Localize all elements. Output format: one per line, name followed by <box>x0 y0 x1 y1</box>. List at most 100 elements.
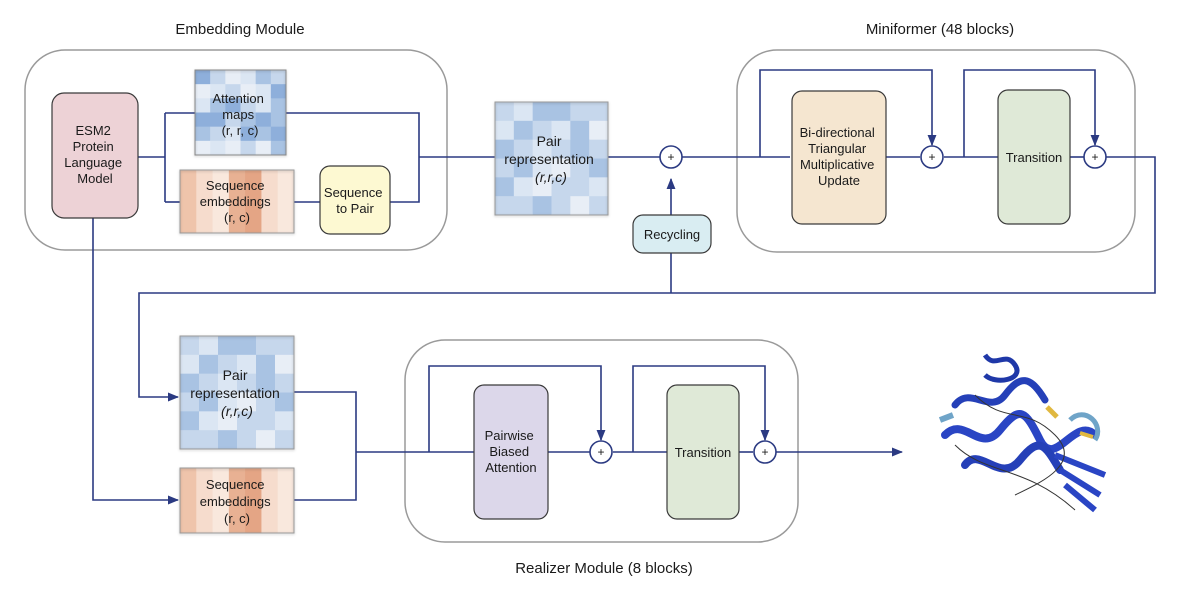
heatmap-cell <box>195 84 211 99</box>
heatmap-cell <box>195 112 211 128</box>
heatmap-cell <box>270 126 287 142</box>
sequence-embeddings-heatmap-top <box>180 170 295 234</box>
heatmap-cell <box>212 170 230 234</box>
plus-node-recycle: + <box>659 145 683 169</box>
heatmap-cell <box>195 126 211 142</box>
heatmap-cell <box>210 112 226 128</box>
heatmap-cell <box>195 98 211 113</box>
heatmap-cell <box>218 430 238 450</box>
heatmap-cell <box>199 392 219 412</box>
heatmap-cell <box>180 392 200 412</box>
heatmap-cell <box>495 158 515 178</box>
miniformer-title: Miniformer (48 blocks) <box>866 21 1014 38</box>
embedding-module-box <box>24 49 448 251</box>
heatmap-cell <box>270 84 287 99</box>
heatmap-cell <box>570 120 590 141</box>
heatmap-cell <box>256 354 276 375</box>
heatmap-cell <box>270 98 287 113</box>
heatmap-cell <box>218 336 238 356</box>
heatmap-cell <box>180 468 197 534</box>
heatmap-cell <box>551 120 571 141</box>
heatmap-cell <box>256 392 276 412</box>
esm2-block[interactable]: ESM2 Protein Language Model <box>51 92 139 219</box>
heatmap-cell <box>551 196 571 216</box>
heatmap-cell <box>570 196 590 216</box>
heatmap-cell <box>180 373 200 393</box>
heatmap-cell <box>270 140 287 156</box>
heatmap-cell <box>495 177 515 197</box>
heatmap-cell <box>275 373 295 393</box>
heatmap-cell <box>589 102 609 122</box>
heatmap-cell <box>199 411 219 431</box>
heatmap-cell <box>210 98 226 113</box>
pair-representation-block-bottom[interactable]: Pair representation (r,r,c) <box>179 335 295 450</box>
recycling-block[interactable]: Recycling <box>632 214 712 254</box>
attention-maps-label: Attention maps (r, r, c) <box>213 91 268 138</box>
svg-text:+: + <box>667 150 674 164</box>
heatmap-cell <box>513 177 534 197</box>
transition-block-realizer[interactable]: Transition <box>666 384 740 520</box>
heatmap-cell <box>551 177 571 197</box>
heatmap-cell <box>225 84 241 99</box>
heatmap-cell <box>532 177 552 197</box>
heatmap-cell <box>255 126 272 142</box>
plus-node-mini-2: + <box>1083 145 1107 169</box>
heatmap-cell <box>256 373 276 393</box>
sequence-to-pair-block[interactable]: Sequence to Pair <box>319 165 391 235</box>
heatmap-cell <box>570 177 590 197</box>
heatmap-cell <box>240 98 257 113</box>
heatmap-cell <box>180 411 200 431</box>
heatmap-cell <box>210 70 226 85</box>
transition-block-miniformer[interactable]: Transition <box>997 89 1071 225</box>
miniformer-wires <box>138 69 1156 402</box>
heatmap-cell <box>513 102 534 122</box>
triangular-update-block[interactable]: Bi-directional Triangular Multiplicative… <box>791 90 887 225</box>
heatmap-cell <box>240 140 257 156</box>
heatmap-cell <box>589 177 609 197</box>
realizer-module-box <box>404 339 799 543</box>
pair-representation-block-top[interactable]: Pair representation (r,r,c) <box>494 101 609 216</box>
heatmap-cell <box>210 126 226 142</box>
heatmap-cell <box>261 170 279 234</box>
pairwise-attention-block[interactable]: Pairwise Biased Attention <box>473 384 549 520</box>
heatmap-cell <box>532 120 552 141</box>
heatmap-cell <box>228 170 246 234</box>
heatmap-cell <box>225 112 241 128</box>
heatmap-cell <box>513 196 534 216</box>
pair-representation-heatmap-top <box>495 102 609 216</box>
heatmap-cell <box>532 196 552 216</box>
heatmap-cell <box>570 139 590 159</box>
heatmap-cell <box>551 158 571 178</box>
heatmap-cell <box>225 126 241 142</box>
plus-node-mini-1: + <box>920 145 944 169</box>
heatmap-cell <box>255 112 272 128</box>
heatmap-cell <box>513 158 534 178</box>
attention-maps-block[interactable]: Attention maps (r, r, c) <box>194 69 287 156</box>
heatmap-cell <box>275 411 295 431</box>
realizer-module-title: Realizer Module (8 blocks) <box>515 560 693 577</box>
heatmap-cell <box>199 336 219 356</box>
attention-maps-heatmap <box>195 70 287 156</box>
heatmap-cell <box>275 430 295 450</box>
svg-text:+: + <box>1091 150 1098 164</box>
heatmap-cell <box>551 139 571 159</box>
heatmap-cell <box>551 102 571 122</box>
heatmap-cell <box>240 70 257 85</box>
svg-text:+: + <box>597 445 604 459</box>
heatmap-cell <box>240 112 257 128</box>
sequence-embeddings-label-top: Sequence embeddings (r, c) <box>200 178 274 225</box>
svg-text:+: + <box>928 150 935 164</box>
heatmap-cell <box>589 158 609 178</box>
sequence-to-pair-label: Sequence to Pair <box>324 185 386 216</box>
heatmap-cell <box>270 112 287 128</box>
heatmap-cell <box>532 102 552 122</box>
heatmap-cell <box>225 98 241 113</box>
heatmap-cell <box>261 468 279 534</box>
sequence-embeddings-block-top[interactable]: Sequence embeddings (r, c) <box>179 169 295 234</box>
heatmap-cell <box>237 411 257 431</box>
sequence-embeddings-block-bottom[interactable]: Sequence embeddings (r, c) <box>179 467 295 534</box>
heatmap-cell <box>199 373 219 393</box>
embedding-wires <box>92 112 790 505</box>
heatmap-cell <box>255 140 272 156</box>
